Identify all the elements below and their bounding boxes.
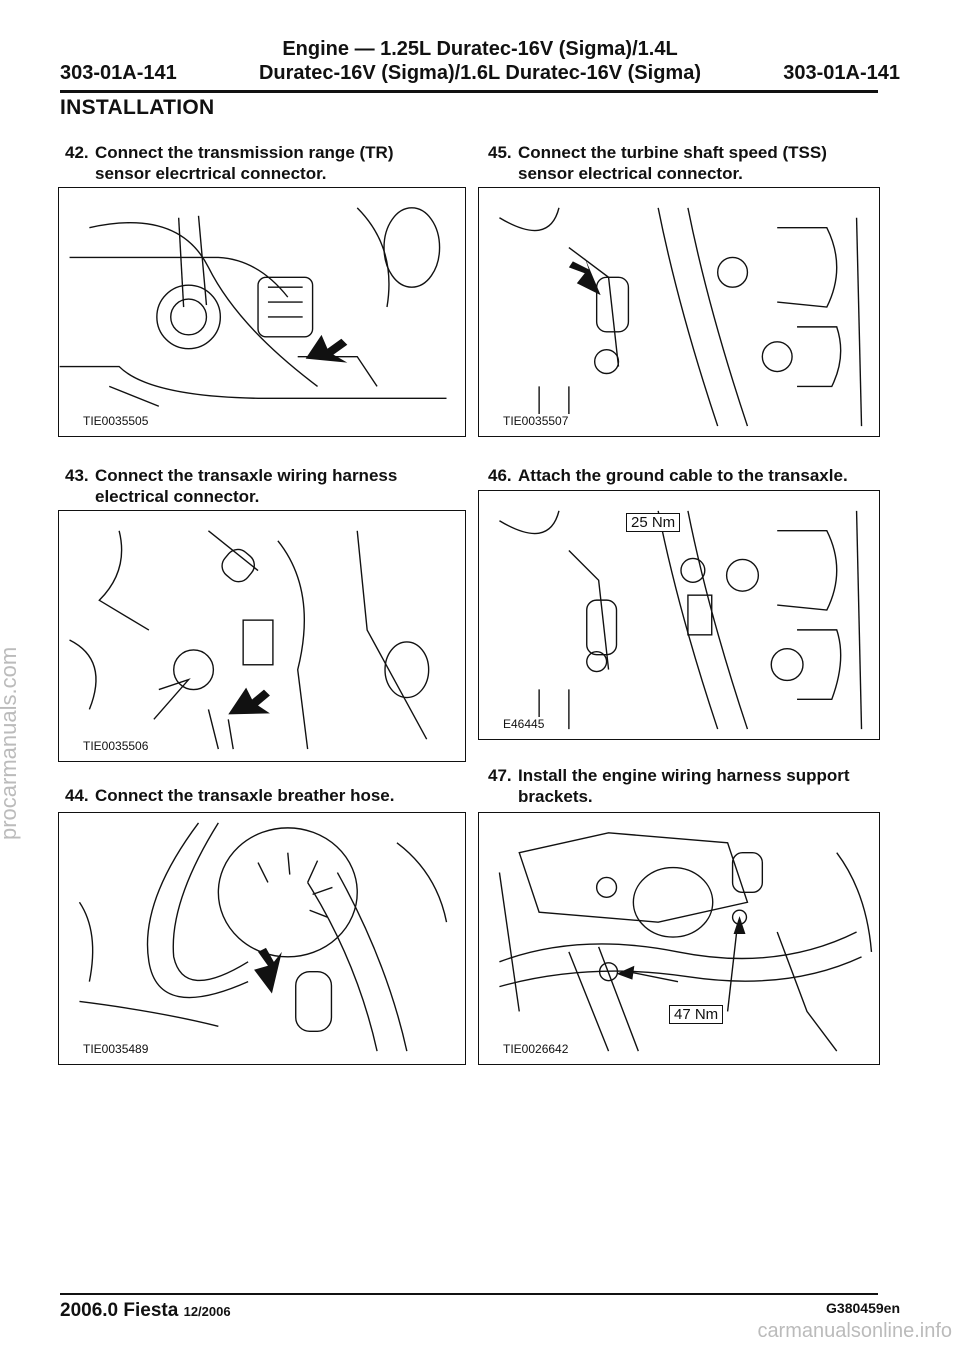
step-text-line2: sensor electrical connector.: [518, 164, 743, 183]
figure-44: TIE0035489: [58, 812, 466, 1065]
step-text-line1: Connect the transaxle wiring harness: [95, 466, 398, 485]
footer-rule: [60, 1293, 878, 1295]
figure-46-id: E46445: [501, 717, 547, 731]
step-43: 43.Connect the transaxle wiring harness …: [65, 465, 465, 507]
figure-42-id: TIE0035505: [81, 414, 151, 428]
step-text-line2: brackets.: [518, 787, 593, 806]
figure-45-id: TIE0035507: [501, 414, 571, 428]
footer-model-name: 2006.0 Fiesta: [60, 1300, 179, 1321]
step-text-line1: Attach the ground cable to the transaxle…: [518, 466, 848, 485]
step-46: 46. Attach the ground cable to the transa…: [488, 465, 888, 486]
step-text-line1: Connect the transmission range (TR): [95, 143, 394, 162]
step-number: 47.: [488, 766, 512, 785]
step-text-line1: Install the engine wiring harness suppor…: [518, 766, 850, 785]
section-title: INSTALLATION: [60, 96, 215, 119]
footer-date: 12/2006: [183, 1304, 231, 1319]
figure-45: TIE0035507: [478, 187, 880, 437]
figure-47: 47 Nm TIE0026642: [478, 812, 880, 1065]
step-number: 44.: [65, 786, 89, 805]
step-number: 45.: [488, 143, 512, 162]
step-text-line1: Connect the transaxle breather hose.: [95, 786, 395, 805]
torque-callout: 25 Nm: [626, 513, 681, 532]
footer-model: 2006.0 Fiesta 12/2006: [60, 1300, 231, 1322]
figure-43: TIE0035506: [58, 510, 466, 762]
page-number-left: 303-01A-141: [60, 62, 177, 84]
step-number: 43.: [65, 466, 89, 485]
figure-46-illustration: [499, 510, 863, 730]
figure-42-illustration: [59, 207, 447, 407]
watermark-left: procarmanuals.com: [0, 646, 21, 840]
footer-code: G380459en: [826, 1300, 900, 1316]
figure-47-illustration: [498, 832, 873, 1052]
page-number-right: 303-01A-141: [783, 62, 900, 84]
step-text-line2: sensor elecrtrical connector.: [95, 164, 327, 183]
step-text-line2: electrical connector.: [95, 487, 260, 506]
step-number: 42.: [65, 143, 89, 162]
figure-43-id: TIE0035506: [81, 739, 151, 753]
step-44: 44. Connect the transaxle breather hose.: [65, 785, 465, 806]
figure-46: 25 Nm E46445: [478, 490, 880, 740]
torque-callout: 47 Nm: [669, 1005, 724, 1024]
step-number: 46.: [488, 466, 512, 485]
figure-47-id: TIE0026642: [501, 1042, 571, 1056]
step-45: 45. Connect the turbine shaft speed (TSS)…: [488, 142, 888, 184]
step-42: 42. Connect the transmission range (TR) s…: [65, 142, 465, 184]
header-title-line2: Duratec-16V (Sigma)/1.6L Duratec-16V (Si…: [258, 62, 701, 84]
figure-42: TIE0035505: [58, 187, 466, 437]
step-47: 47. Install the engine wiring harness sup…: [488, 765, 888, 807]
figure-44-id: TIE0035489: [81, 1042, 151, 1056]
figure-43-illustration: [69, 530, 430, 750]
figure-45-illustration: [499, 207, 863, 427]
step-text-line1: Connect the turbine shaft speed (TSS): [518, 143, 827, 162]
header-title-line1: Engine — 1.25L Duratec-16V (Sigma)/1.4L: [282, 38, 678, 60]
watermark-bottom: carmanualsonline.info: [757, 1320, 952, 1342]
figure-44-illustration: [78, 822, 448, 1052]
header-rule: [60, 90, 878, 93]
